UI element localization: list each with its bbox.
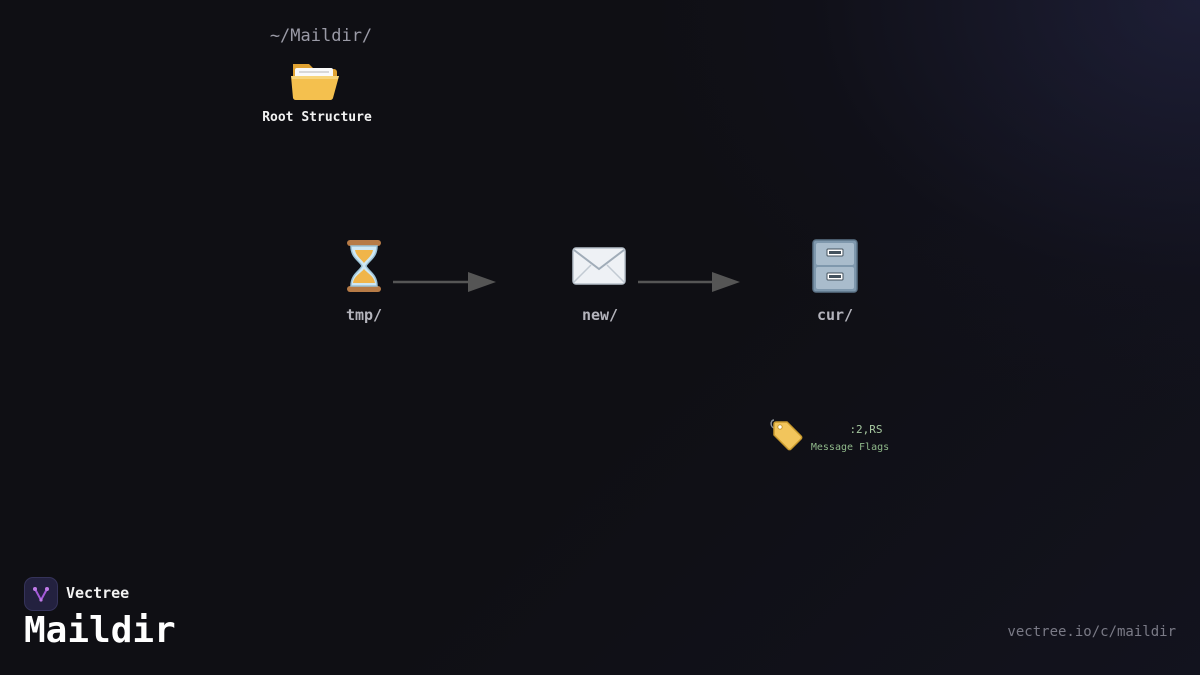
- arrowhead-tmp-to-new: [468, 272, 496, 292]
- envelope-icon: [569, 236, 629, 296]
- open-folder-icon: [287, 54, 347, 104]
- hourglass-icon: [334, 236, 394, 296]
- node-label-new: new/: [581, 306, 619, 324]
- node-label-cur: cur/: [816, 306, 854, 324]
- arrowhead-new-to-cur: [712, 272, 740, 292]
- file-cabinet-icon: [805, 236, 865, 296]
- tag-icon: [768, 416, 804, 452]
- page-url[interactable]: vectree.io/c/maildir: [1007, 624, 1176, 640]
- brand-logo-icon: [24, 577, 58, 611]
- page-title: Maildir: [24, 610, 176, 651]
- brand-name: Vectree: [66, 584, 130, 602]
- node-label-tmp: tmp/: [345, 306, 383, 324]
- root-path: ~/Maildir/: [269, 26, 373, 46]
- root-label: Root Structure: [262, 110, 372, 125]
- flag-label: Message Flags: [810, 442, 890, 453]
- flag-code: :2,RS: [849, 423, 883, 436]
